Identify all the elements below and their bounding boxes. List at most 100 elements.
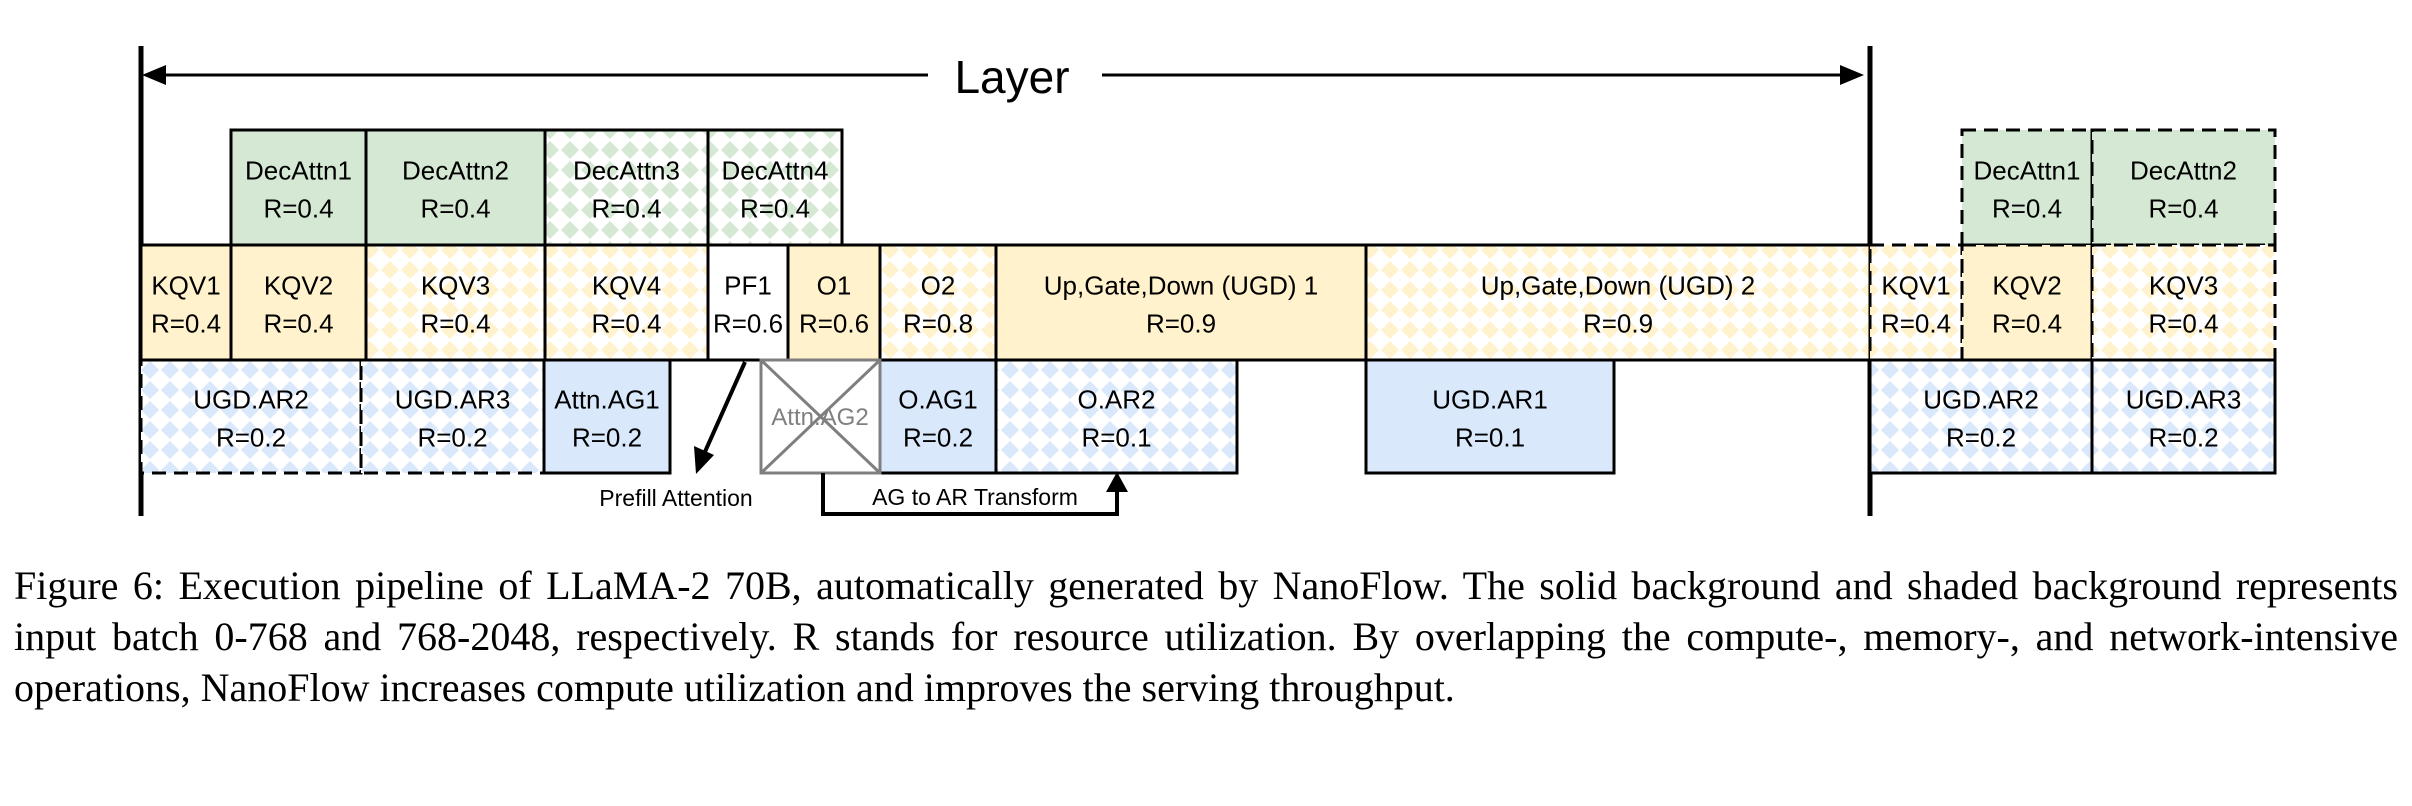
block-utilization-label: R=0.4 <box>420 309 490 339</box>
block-op-label: UGD.AR2 <box>1923 385 2039 415</box>
block-op-label: KQV2 <box>264 271 333 301</box>
block-op-label: O1 <box>817 271 852 301</box>
block-utilization-label: R=0.9 <box>1146 309 1216 339</box>
block-box <box>1960 243 2094 362</box>
block-op-label: UGD.AR3 <box>395 385 511 415</box>
block-op-label: DecAttn1 <box>245 156 352 186</box>
block-box <box>994 358 1239 475</box>
block-utilization-label: R=0.4 <box>591 309 661 339</box>
block-utilization-label: R=0.4 <box>591 194 661 224</box>
block-box <box>1960 128 2094 247</box>
block-utilization-label: R=0.1 <box>1455 423 1525 453</box>
block-box <box>706 128 844 247</box>
figure-caption: Figure 6: Execution pipeline of LLaMA-2 … <box>14 563 2398 710</box>
crossed-block-attn-ag2: Attn.AG2 <box>759 358 882 475</box>
block-op-label: KQV3 <box>2149 271 2218 301</box>
block-utilization-label: R=0.4 <box>420 194 490 224</box>
pipeline-diagram: Layer DecAttn1R=0.4DecAttn2R=0.4DecAttn3… <box>138 46 2277 516</box>
block-box <box>878 243 998 362</box>
blocks-layer: DecAttn1R=0.4DecAttn2R=0.4DecAttn3R=0.4D… <box>139 128 2277 475</box>
layer-span-arrow <box>142 65 1864 85</box>
block-op-label: O.AG1 <box>898 385 977 415</box>
block-box <box>364 243 547 362</box>
block-op-label: DecAttn3 <box>573 156 680 186</box>
block-box <box>706 243 790 362</box>
block-op-label: KQV3 <box>421 271 490 301</box>
block-utilization-label: R=0.2 <box>1946 423 2016 453</box>
block-op-label: Attn.AG1 <box>554 385 660 415</box>
prefill-arrow <box>694 361 747 474</box>
block-utilization-label: R=0.2 <box>903 423 973 453</box>
block-op-label: Up,Gate,Down (UGD) 1 <box>1044 271 1319 301</box>
block-box <box>542 358 672 475</box>
block-ugd2: Up,Gate,Down (UGD) 2 R=0.9 <box>1364 243 1872 362</box>
block-utilization-label: R=0.2 <box>216 423 286 453</box>
block-op-label: PF1 <box>724 271 772 301</box>
ag-to-ar-transform-label: AG to AR Transform <box>872 484 1078 510</box>
block-box <box>364 128 547 247</box>
block-box <box>994 243 1368 362</box>
block-utilization-label: R=0.4 <box>2148 309 2218 339</box>
block-box <box>543 128 710 247</box>
block-utilization-label: R=0.9 <box>1583 309 1653 339</box>
block-box <box>229 243 368 362</box>
block-utilization-label: R=0.4 <box>151 309 221 339</box>
block-op-label: DecAttn2 <box>2130 156 2237 186</box>
block-box <box>1364 243 1872 362</box>
block-op-label: DecAttn4 <box>722 156 829 186</box>
block-op-label: O2 <box>921 271 956 301</box>
layer-label: Layer <box>954 51 1069 103</box>
block-op-label: DecAttn2 <box>402 156 509 186</box>
block-box <box>139 358 363 475</box>
block-utilization-label: R=0.2 <box>572 423 642 453</box>
block-op-label: O.AR2 <box>1077 385 1155 415</box>
block-box <box>786 243 882 362</box>
block-op-label: UGD.AR2 <box>193 385 309 415</box>
block-op-label: KQV1 <box>151 271 220 301</box>
block-box <box>1364 358 1616 475</box>
block-utilization-label: R=0.1 <box>1081 423 1151 453</box>
block-utilization-label: R=0.8 <box>903 309 973 339</box>
block-op-label: KQV1 <box>1881 271 1950 301</box>
block-o1: O1R=0.6 <box>786 243 882 362</box>
block-o2: O2R=0.8 <box>878 243 998 362</box>
row-divider-lines <box>141 243 2275 362</box>
block-box <box>2090 243 2277 362</box>
block-box <box>139 243 233 362</box>
block-box <box>2090 128 2277 247</box>
block-utilization-label: R=0.4 <box>1992 309 2062 339</box>
block-utilization-label: R=0.2 <box>417 423 487 453</box>
block-op-label: DecAttn1 <box>1974 156 2081 186</box>
block-op-label: KQV4 <box>592 271 661 301</box>
block-box <box>878 358 998 475</box>
block-op-label: UGD.AR1 <box>1432 385 1548 415</box>
block-utilization-label: R=0.4 <box>740 194 810 224</box>
block-op-label: UGD.AR3 <box>2126 385 2242 415</box>
block-op-label: KQV2 <box>1992 271 2061 301</box>
block-op-label: Up,Gate,Down (UGD) 2 <box>1481 271 1756 301</box>
block-box <box>2090 358 2277 475</box>
block-box <box>1868 358 2094 475</box>
block-box <box>229 128 368 247</box>
block-utilization-label: R=0.2 <box>2148 423 2218 453</box>
block-utilization-label: R=0.6 <box>799 309 869 339</box>
block-utilization-label: R=0.4 <box>1992 194 2062 224</box>
block-utilization-label: R=0.4 <box>263 309 333 339</box>
